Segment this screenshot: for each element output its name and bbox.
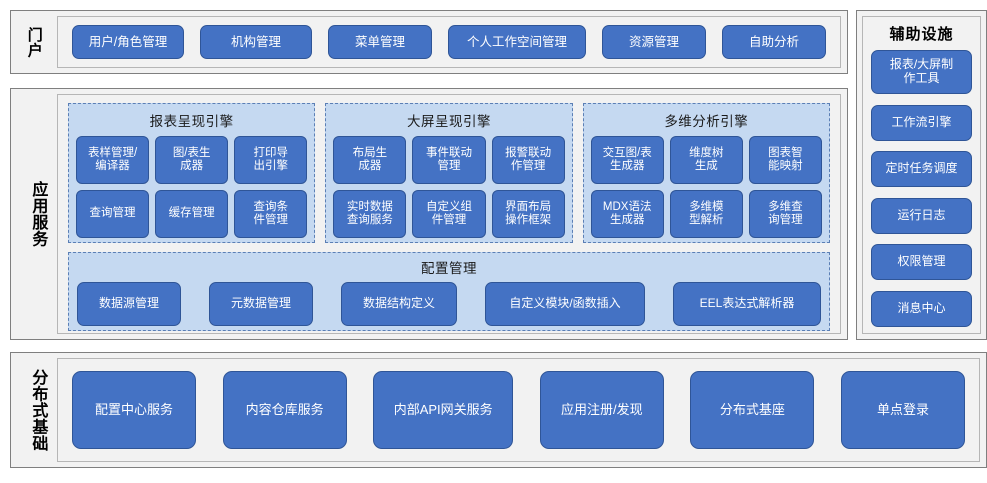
engine-large-screen-rendering-title: 大屏呈现引擎: [406, 114, 491, 129]
config-management-row: 数据源管理 元数据管理 数据结构定义 自定义模块/函数插入 EEL表达式解析器: [77, 282, 821, 326]
engine-item-event-linkage-management[interactable]: 事件联动 管理: [412, 136, 486, 184]
engine-report-rendering-title: 报表呈现引擎: [149, 114, 234, 129]
engine-item-query-condition-management[interactable]: 查询条 件管理: [234, 190, 308, 238]
aux-item-report-dashboard-authoring-tool[interactable]: 报表/大屏制 作工具: [871, 50, 972, 94]
distributed-item-single-sign-on[interactable]: 单点登录: [840, 371, 965, 449]
engine-item-cache-management[interactable]: 缓存管理: [155, 190, 229, 238]
engine-item-interactive-chart-table-generator[interactable]: 交互图/表 生成器: [590, 136, 664, 184]
auxiliary-facilities-panel: 辅助设施 报表/大屏制 作工具 工作流引擎 定时任务调度 运行日志 权限管理 消…: [856, 10, 987, 340]
portal-item-self-service-analysis[interactable]: 自助分析: [722, 25, 826, 59]
distributed-item-distributed-base[interactable]: 分布式基座: [690, 371, 815, 449]
engine-item-custom-component-management[interactable]: 自定义组 件管理: [412, 190, 486, 238]
engine-report-rendering-grid: 表样管理/ 编译器 图/表生 成器 打印导 出引擎 查询管理 缓存管理 查询条 …: [76, 136, 308, 238]
engine-item-alarm-linkage-action-management[interactable]: 报警联动 作管理: [491, 136, 565, 184]
portal-item-resource-management[interactable]: 资源管理: [602, 25, 706, 59]
portal-item-user-role-management[interactable]: 用户/角色管理: [72, 25, 184, 59]
aux-item-message-center[interactable]: 消息中心: [871, 290, 972, 327]
distributed-item-config-center-service[interactable]: 配置中心服务: [72, 371, 196, 449]
config-item-metadata-management[interactable]: 元数据管理: [209, 282, 313, 326]
application-services-band: 应用服务 报表呈现引擎 表样管理/ 编译器 图/表生 成器 打印导 出引擎 查询…: [10, 88, 848, 340]
config-item-datasource-management[interactable]: 数据源管理: [77, 282, 181, 326]
config-item-eel-expression-parser[interactable]: EEL表达式解析器: [673, 282, 821, 326]
portal-item-personal-workspace-management[interactable]: 个人工作空间管理: [448, 25, 586, 59]
engine-item-template-management-compiler[interactable]: 表样管理/ 编译器: [76, 136, 150, 184]
engine-item-mdx-syntax-generator[interactable]: MDX语法 生成器: [590, 190, 664, 238]
distributed-foundation-band-label: 分布式基础: [29, 368, 47, 452]
engine-item-multidimensional-query-management[interactable]: 多维查 询管理: [748, 190, 822, 238]
engine-item-print-export-engine[interactable]: 打印导 出引擎: [234, 136, 308, 184]
portal-item-menu-management[interactable]: 菜单管理: [328, 25, 432, 59]
portal-band: 门户 用户/角色管理 机构管理 菜单管理 个人工作空间管理 资源管理 自助分析: [10, 10, 848, 74]
engine-item-realtime-data-query-service[interactable]: 实时数据 查询服务: [333, 190, 407, 238]
engine-multidimensional-analysis-title: 多维分析引擎: [664, 114, 749, 129]
distributed-foundation-row: 配置中心服务 内容仓库服务 内部API网关服务 应用注册/发现 分布式基座 单点…: [57, 358, 980, 462]
distributed-item-content-repository-service[interactable]: 内容仓库服务: [222, 371, 347, 449]
application-services-content: 报表呈现引擎 表样管理/ 编译器 图/表生 成器 打印导 出引擎 查询管理 缓存…: [57, 94, 841, 334]
auxiliary-facilities-title: 辅助设施: [889, 26, 954, 43]
portal-button-row: 用户/角色管理 机构管理 菜单管理 个人工作空间管理 资源管理 自助分析: [57, 16, 841, 68]
aux-item-scheduled-task-scheduling[interactable]: 定时任务调度: [871, 151, 972, 188]
engine-multidimensional-analysis-grid: 交互图/表 生成器 维度树 生成 图表智 能映射 MDX语法 生成器 多维模 型…: [590, 136, 822, 238]
config-management-title: 配置管理: [421, 261, 477, 276]
portal-item-org-management[interactable]: 机构管理: [200, 25, 312, 59]
engine-large-screen-rendering-grid: 布局生 成器 事件联动 管理 报警联动 作管理 实时数据 查询服务 自定义组 件…: [333, 136, 565, 238]
auxiliary-facilities-inner: 辅助设施 报表/大屏制 作工具 工作流引擎 定时任务调度 运行日志 权限管理 消…: [862, 16, 981, 334]
engine-item-query-management[interactable]: 查询管理: [76, 190, 150, 238]
config-item-data-structure-definition[interactable]: 数据结构定义: [341, 282, 457, 326]
engines-row: 报表呈现引擎 表样管理/ 编译器 图/表生 成器 打印导 出引擎 查询管理 缓存…: [68, 103, 830, 243]
config-management-panel: 配置管理 数据源管理 元数据管理 数据结构定义 自定义模块/函数插入 EEL表达…: [68, 252, 830, 331]
portal-band-label: 门户: [25, 26, 43, 58]
engine-large-screen-rendering: 大屏呈现引擎 布局生 成器 事件联动 管理 报警联动 作管理 实时数据 查询服务…: [325, 103, 573, 243]
distributed-foundation-band: 分布式基础 配置中心服务 内容仓库服务 内部API网关服务 应用注册/发现 分布…: [10, 352, 987, 468]
engine-item-layout-generator[interactable]: 布局生 成器: [333, 136, 407, 184]
application-services-band-label: 应用服务: [29, 181, 47, 247]
engine-report-rendering: 报表呈现引擎 表样管理/ 编译器 图/表生 成器 打印导 出引擎 查询管理 缓存…: [68, 103, 316, 243]
aux-item-workflow-engine[interactable]: 工作流引擎: [871, 104, 972, 141]
config-item-custom-module-function-insertion[interactable]: 自定义模块/函数插入: [485, 282, 645, 326]
aux-item-permission-management[interactable]: 权限管理: [871, 244, 972, 281]
engine-item-multidimensional-model-parsing[interactable]: 多维模 型解析: [669, 190, 743, 238]
aux-item-runtime-log[interactable]: 运行日志: [871, 197, 972, 234]
engine-item-chart-smart-mapping[interactable]: 图表智 能映射: [748, 136, 822, 184]
distributed-item-internal-api-gateway-service[interactable]: 内部API网关服务: [373, 371, 514, 449]
auxiliary-facilities-list: 报表/大屏制 作工具 工作流引擎 定时任务调度 运行日志 权限管理 消息中心: [871, 50, 972, 327]
engine-item-chart-table-generator[interactable]: 图/表生 成器: [155, 136, 229, 184]
engine-multidimensional-analysis: 多维分析引擎 交互图/表 生成器 维度树 生成 图表智 能映射 MDX语法 生成…: [582, 103, 830, 243]
engine-item-ui-layout-operation-framework[interactable]: 界面布局 操作框架: [491, 190, 565, 238]
engine-item-dimension-tree-generation[interactable]: 维度树 生成: [669, 136, 743, 184]
distributed-item-app-registration-discovery[interactable]: 应用注册/发现: [539, 371, 664, 449]
